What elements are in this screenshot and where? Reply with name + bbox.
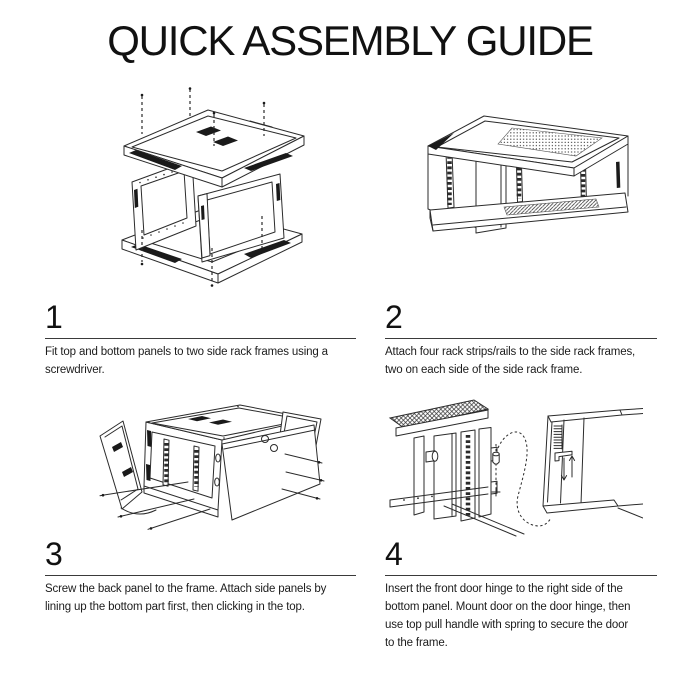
step3-back-panel-illustration xyxy=(88,392,326,538)
page-title: QUICK ASSEMBLY GUIDE xyxy=(107,17,594,64)
top-slab xyxy=(427,115,629,177)
step-divider xyxy=(45,575,356,576)
left-side-frame xyxy=(131,159,197,251)
step-4-block: 4 Insert the front door hinge to the rig… xyxy=(385,536,657,652)
step-4-number: 4 xyxy=(385,536,403,572)
spring xyxy=(553,424,563,450)
hinge-pin xyxy=(491,444,501,497)
step-divider xyxy=(385,575,657,576)
pull-handle xyxy=(554,450,573,462)
screw-lines xyxy=(140,87,266,287)
step2-assembled-frame-illustration xyxy=(420,106,635,263)
back-panel xyxy=(221,424,321,521)
door xyxy=(542,408,643,519)
step-divider xyxy=(45,338,356,339)
cabinet-corner xyxy=(388,399,525,537)
door-hinge-drawing xyxy=(388,399,643,537)
direction-arrows xyxy=(560,455,576,481)
panel-screws xyxy=(99,453,325,530)
step-1-number: 1 xyxy=(45,299,63,335)
back-panel-screws-drawing xyxy=(99,404,325,530)
step-3-number: 3 xyxy=(45,536,63,572)
assembled-frame-drawing xyxy=(427,115,629,234)
step-3-block: 3 Screw the back panel to the frame. Att… xyxy=(45,536,356,616)
spring-cable xyxy=(497,431,552,527)
step-1-block: 1 Fit top and bottom panels to two side … xyxy=(45,299,356,379)
step-2-text: Attach four rack strips/rails to the sid… xyxy=(385,346,636,376)
step-3-text: Screw the back panel to the frame. Attac… xyxy=(45,583,327,613)
step-divider xyxy=(385,338,657,339)
right-side xyxy=(616,143,629,197)
leaning-side-panel xyxy=(99,420,157,515)
exploded-cabinet-drawing xyxy=(121,87,305,287)
step-2-block: 2 Attach four rack strips/rails to the s… xyxy=(385,299,657,379)
step-2-number: 2 xyxy=(385,299,403,335)
step-1-text: Fit top and bottom panels to two side ra… xyxy=(45,346,328,376)
cabinet-frame xyxy=(143,404,313,518)
bottom-slab xyxy=(429,192,629,232)
step4-door-hinge-illustration xyxy=(388,396,643,538)
step-4-text: Insert the front door hinge to the right… xyxy=(385,583,631,649)
step1-exploded-cabinet-illustration xyxy=(110,86,315,288)
